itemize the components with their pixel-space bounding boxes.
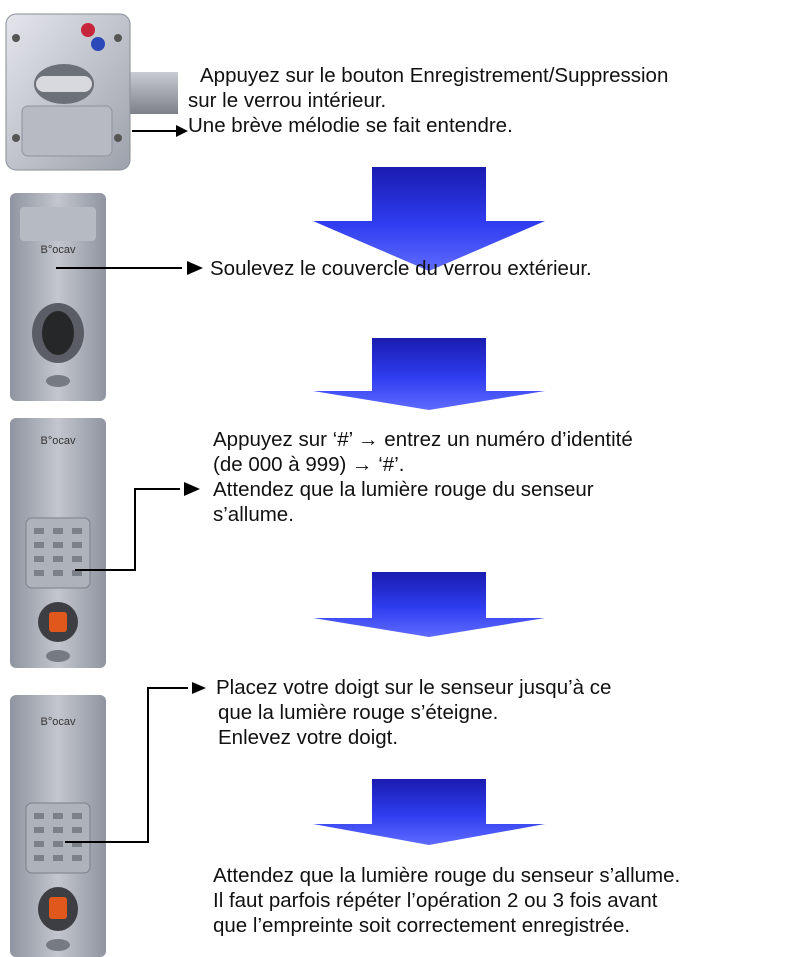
step3-text: Appuyez sur ‘#’ → entrez un numéro d’ide…	[213, 427, 633, 527]
step4-text: Placez votre doigt sur le senseur jusqu’…	[216, 675, 611, 750]
step2-line: Soulevez le couvercle du verrou extérieu…	[210, 257, 592, 280]
brand-logo: B°ocav	[41, 435, 76, 447]
down-arrow-2	[313, 338, 545, 410]
pointer-step1	[176, 125, 188, 137]
pointer-step2	[187, 261, 203, 275]
connector-step4	[65, 687, 188, 843]
finger-lock-illustration: B°ocav	[10, 695, 106, 957]
step1-line: Une brève mélodie se fait entendre.	[188, 114, 513, 137]
step2-text: Soulevez le couvercle du verrou extérieu…	[210, 256, 592, 281]
step5-line: que l’empreinte soit correctement enregi…	[213, 914, 631, 937]
step1-line: sur le verrou intérieur.	[188, 89, 387, 112]
step3-line: s’allume.	[213, 503, 294, 526]
connector-step3	[75, 488, 180, 571]
step5-text: Attendez que la lumière rouge du senseur…	[213, 863, 680, 938]
exterior-lock-finger-image: B°ocav	[8, 695, 108, 957]
pointer-step3	[184, 482, 200, 496]
down-arrow-3	[313, 572, 545, 637]
brand-logo: B°ocav	[41, 244, 76, 256]
interior-lock-image	[0, 8, 178, 178]
step4-line: que la lumière rouge s’éteigne.	[218, 701, 499, 724]
step5-line: Il faut parfois répéter l’opération 2 ou…	[213, 889, 658, 912]
step1-line: Appuyez sur le bouton Enregistrement/Sup…	[200, 64, 669, 87]
step5-line: Attendez que la lumière rouge du senseur…	[213, 864, 681, 887]
step4-line: Enlevez votre doigt.	[218, 726, 399, 749]
interior-lock-illustration	[5, 13, 178, 171]
step3-line: (de 000 à 999) → ‘#’.	[213, 453, 405, 476]
brand-logo: B°ocav	[41, 716, 76, 728]
exterior-lock-keypad-image: B°ocav	[8, 418, 108, 668]
keypad-lock-illustration: B°ocav	[10, 418, 106, 668]
step1-text: Appuyez sur le bouton Enregistrement/Sup…	[188, 63, 669, 138]
exterior-lock-closed-image: B°ocav	[8, 193, 108, 401]
down-arrow-4	[313, 779, 545, 845]
step3-line: Appuyez sur ‘#’ → entrez un numéro d’ide…	[213, 428, 633, 451]
step4-line: Placez votre doigt sur le senseur jusqu’…	[216, 676, 612, 699]
down-arrow-1	[313, 167, 545, 271]
step3-line: Attendez que la lumière rouge du senseur	[213, 478, 594, 501]
pointer-step4	[192, 682, 206, 694]
exterior-lock-illustration: B°ocav	[10, 193, 106, 401]
